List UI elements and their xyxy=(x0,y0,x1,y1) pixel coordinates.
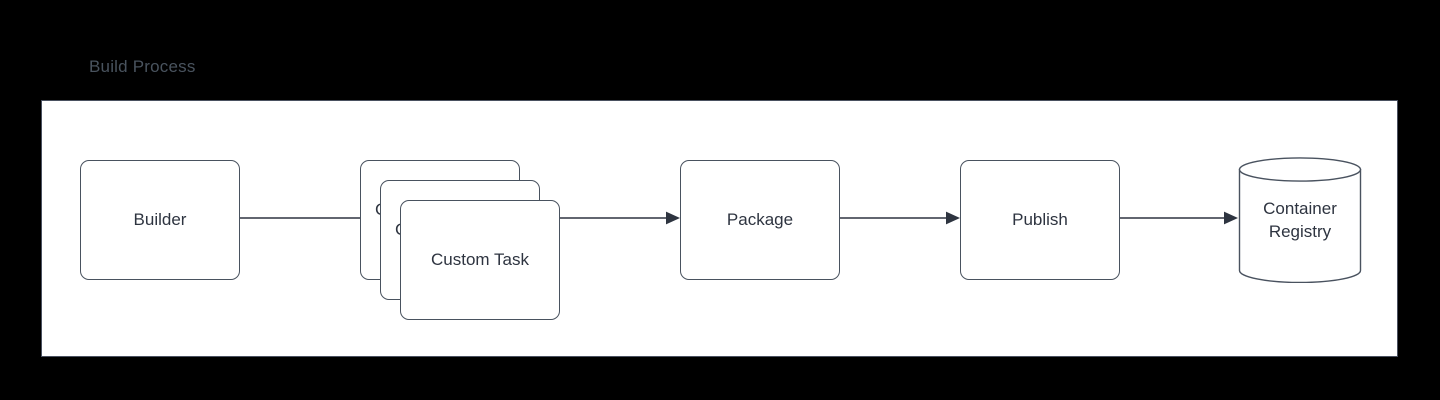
node-builder[interactable]: Builder xyxy=(80,160,240,280)
node-builder-label: Builder xyxy=(133,210,187,229)
edge-publish-to-registry xyxy=(1120,211,1238,225)
node-package[interactable]: Package xyxy=(680,160,840,280)
build-process-panel: Builder Custom Task Custom Task Custom T… xyxy=(41,100,1398,357)
node-custom-task-front[interactable]: Custom Task xyxy=(400,200,560,320)
edge-package-to-publish xyxy=(840,211,960,225)
node-publish-label: Publish xyxy=(1012,210,1068,229)
node-publish[interactable]: Publish xyxy=(960,160,1120,280)
node-custom-task-front-label: Custom Task xyxy=(431,250,529,269)
node-container-registry[interactable]: Container Registry xyxy=(1238,157,1362,283)
page-title: Build Process xyxy=(89,57,196,76)
node-package-label: Package xyxy=(726,210,794,229)
edge-custom-task-to-package xyxy=(560,211,680,225)
